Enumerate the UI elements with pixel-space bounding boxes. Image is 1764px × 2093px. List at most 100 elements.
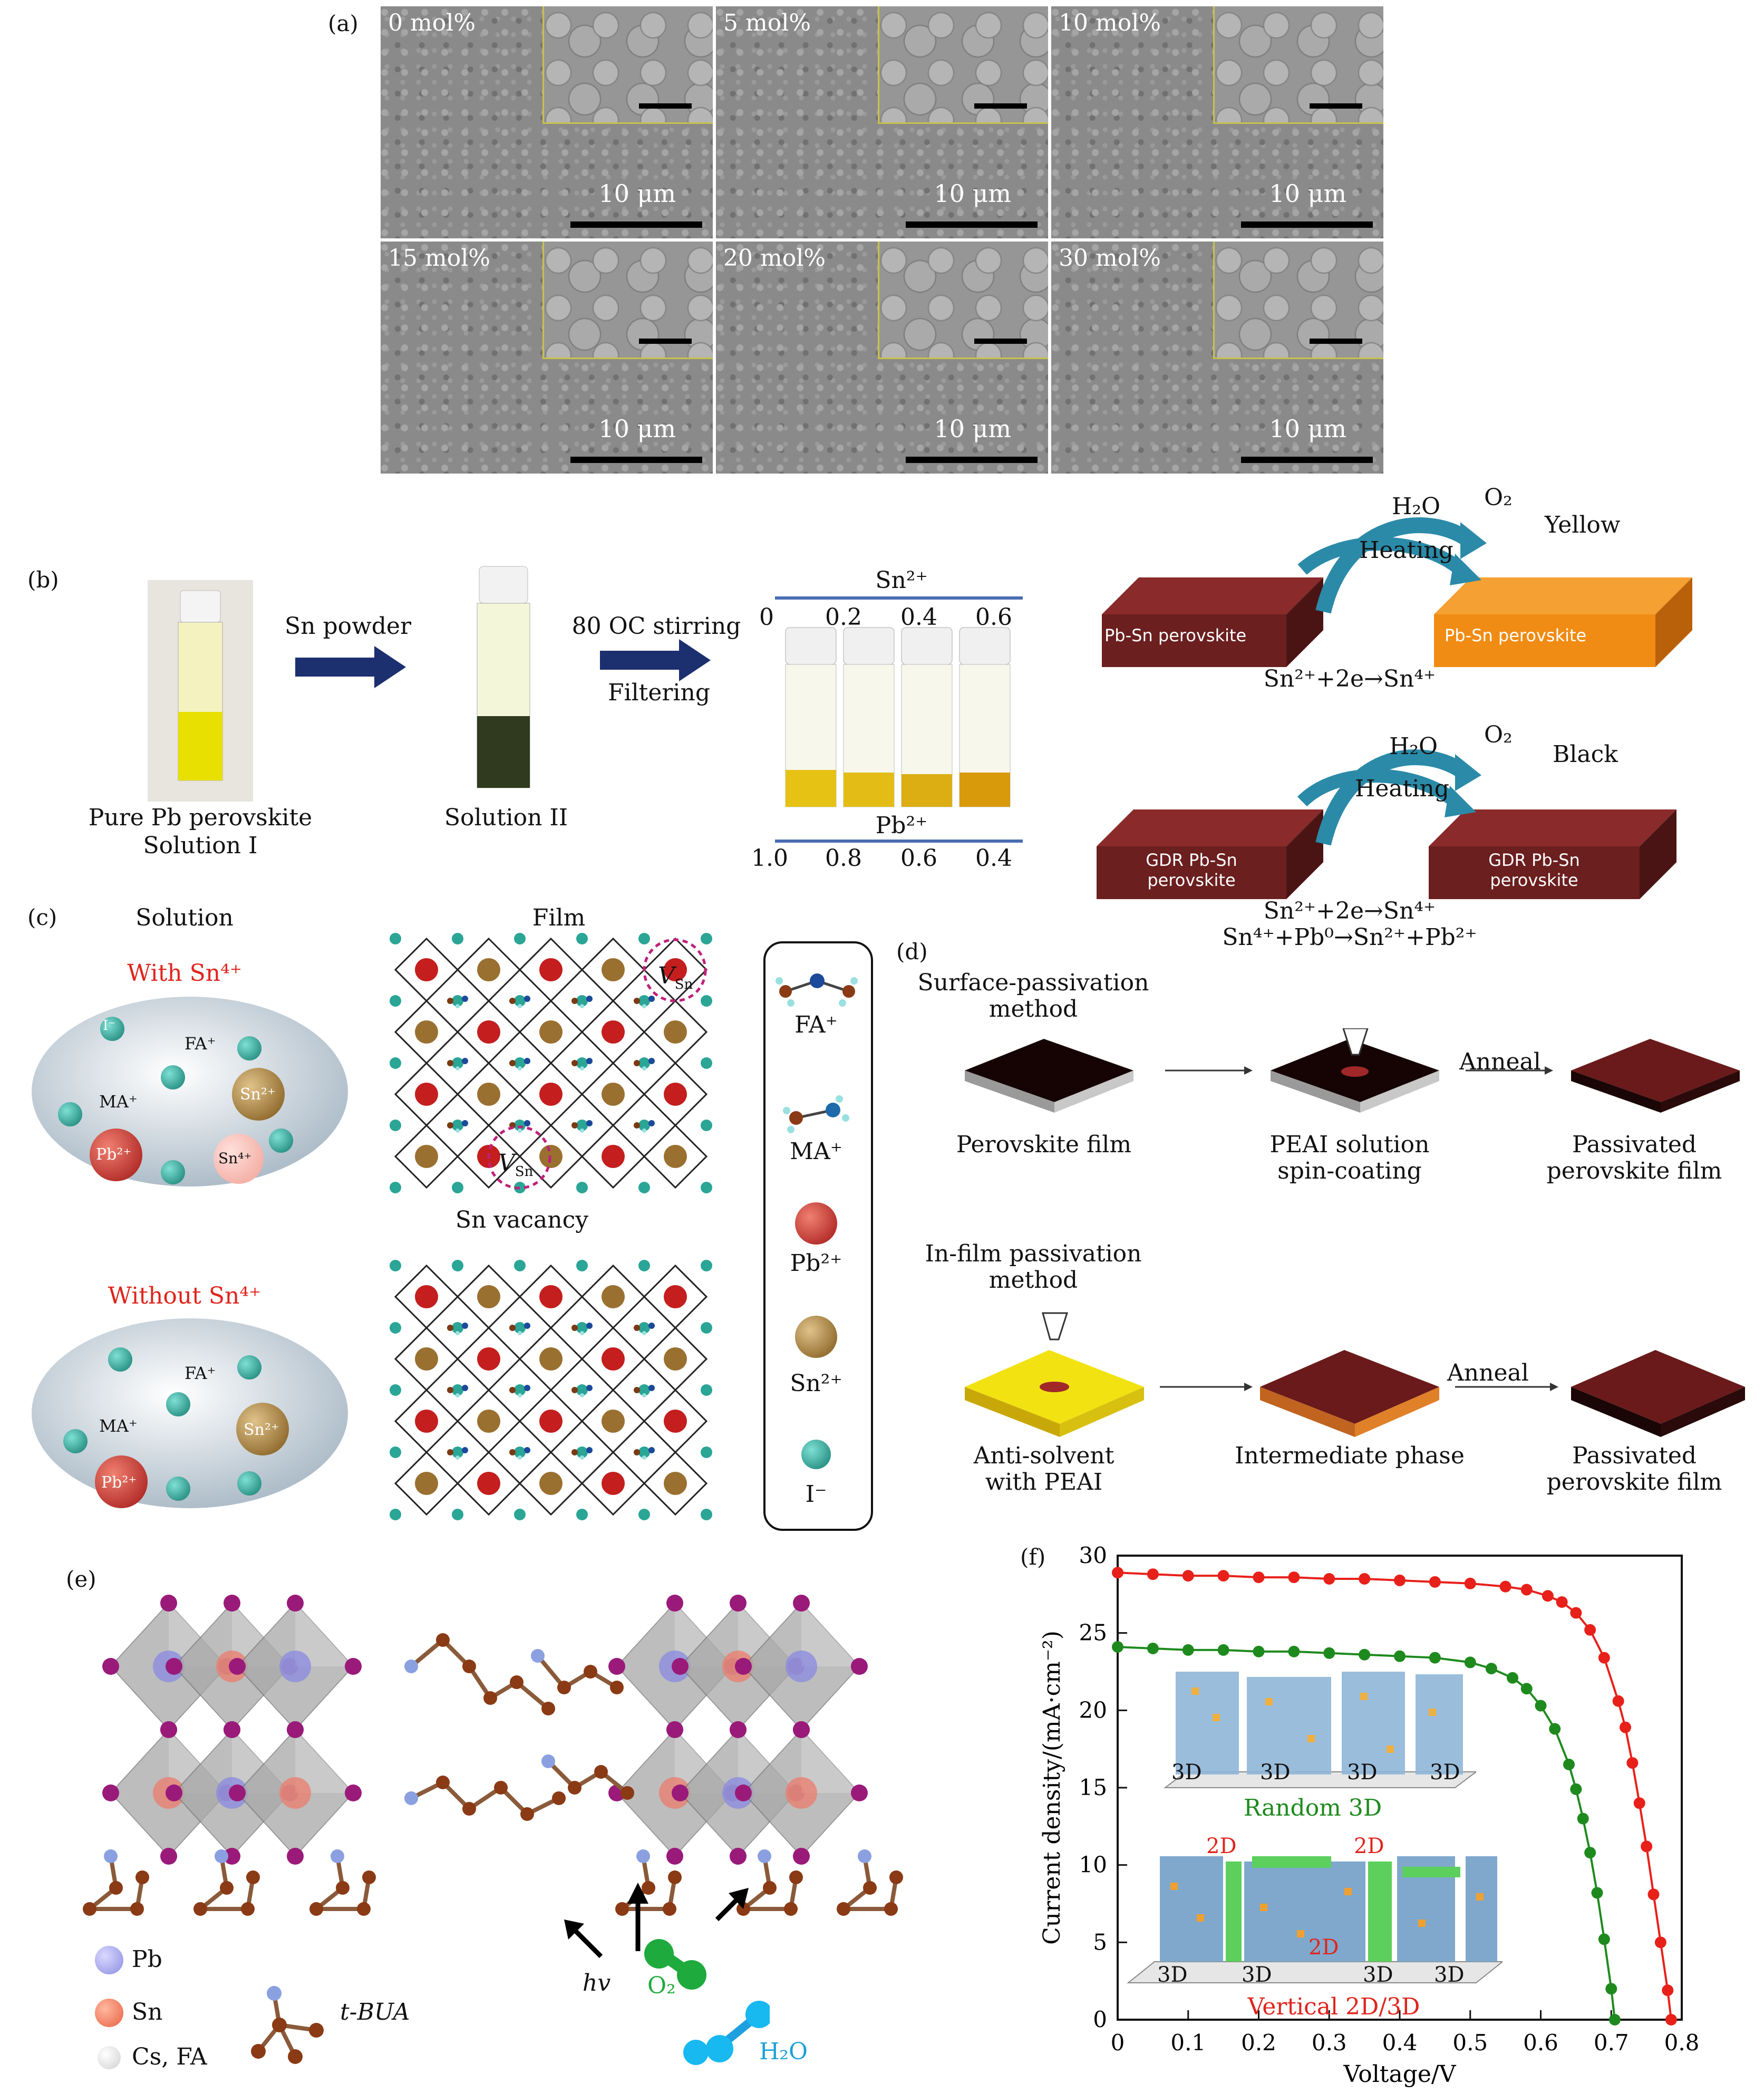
pb-atom	[539, 1285, 563, 1308]
iodide-atom	[514, 1057, 526, 1069]
inset-bottom-caption: Vertical 2D/3D	[1247, 1993, 1420, 2020]
iodide-atom	[452, 933, 463, 944]
in-film-passivation-steps	[965, 1312, 1745, 1437]
y-tick-label: 5	[1093, 1929, 1107, 1955]
panel-c-label: (c)	[27, 904, 57, 930]
vsn-label-top: VSn	[658, 962, 693, 992]
pb-atom	[602, 1145, 625, 1168]
arrow-right-icon	[295, 646, 406, 688]
pb-atom	[602, 1472, 625, 1495]
sem-concentration: 30 mol%	[1059, 245, 1161, 272]
jv-point	[1535, 1700, 1547, 1712]
iodide-atom	[390, 1120, 401, 1131]
sn-atom	[602, 1410, 625, 1433]
jv-point	[1288, 1645, 1300, 1657]
top-step3-label-2: perovskite film	[1546, 1158, 1722, 1184]
top-h2o-label: H₂O	[1392, 493, 1441, 520]
jv-point	[1612, 1695, 1624, 1707]
sn-vacancy-label: Sn vacancy	[455, 1207, 589, 1233]
ion-fa: FA⁺	[185, 1034, 216, 1054]
iodide-atom	[576, 1446, 588, 1458]
sem-scale-label: 10 μm	[934, 179, 1011, 208]
jv-point	[1520, 1683, 1533, 1695]
jv-point	[1654, 1936, 1666, 1949]
arrow2-label-1: 80 OC stirring	[571, 613, 741, 640]
jv-point	[1288, 1571, 1300, 1584]
bot-step3-label-2: perovskite film	[1546, 1469, 1722, 1496]
legend-ma: MA⁺	[789, 1138, 843, 1165]
vial1-caption-1: Pure Pb perovskite	[88, 804, 313, 831]
crystal-structure-2d3d	[83, 1595, 903, 1916]
jv-point	[1182, 1644, 1194, 1656]
top-equation: Sn²⁺+2e→Sn⁴⁺	[1263, 665, 1436, 692]
pb-label: Pb²⁺	[875, 812, 928, 839]
jv-point	[1556, 1596, 1568, 1608]
sn-atom	[664, 1145, 687, 1168]
ion-i: I⁻	[103, 1018, 115, 1034]
iodide-atom	[514, 1509, 526, 1520]
sem-concentration: 0 mol%	[388, 9, 476, 36]
bot-block-left-label-1: GDR Pb-Sn	[1146, 850, 1237, 870]
iodide-atom	[452, 1446, 463, 1458]
legend-i-atom	[801, 1440, 831, 1469]
iodide-atom	[390, 1322, 401, 1334]
bot-method-title-1: In-film passivation	[925, 1240, 1142, 1267]
pb-atom	[415, 958, 438, 981]
y-tick-label: 20	[1079, 1697, 1107, 1723]
jv-point	[1570, 1783, 1582, 1795]
inset-top-3d: 3D	[1430, 1760, 1460, 1785]
jv-point	[1429, 1576, 1441, 1588]
inset-bottom-2d: 2D	[1354, 1834, 1384, 1858]
vial-series	[775, 596, 1023, 843]
inset-top-3d: 3D	[1260, 1760, 1291, 1785]
x-tick-label: 0.4	[1382, 2030, 1418, 2056]
ion-ma: MA⁺	[99, 1416, 138, 1436]
jv-point	[1394, 1650, 1406, 1662]
jv-point	[1464, 1656, 1476, 1668]
jv-point	[1499, 1580, 1511, 1593]
sem-image-20: 20 mol% 10 μm	[716, 242, 1048, 474]
jv-point	[1577, 1812, 1589, 1825]
iodide-atom	[514, 1182, 526, 1193]
bot-equation-1: Sn²⁺+2e→Sn⁴⁺	[1263, 898, 1436, 924]
sn-atom	[477, 958, 500, 981]
iodide-atom	[452, 1384, 463, 1396]
solution-ellipse-without	[32, 1318, 348, 1508]
surface-passivation-steps	[965, 1028, 1740, 1113]
iodide-atom	[701, 1446, 712, 1458]
jv-point	[1485, 1663, 1497, 1675]
vial-yellow	[148, 580, 253, 802]
iodide-atom	[390, 995, 401, 1007]
x-tick-label: 0.2	[1241, 2030, 1276, 2056]
panel-e-label: (e)	[66, 1566, 96, 1592]
iodide-atom	[638, 1509, 650, 1520]
iodide-atom	[576, 1509, 588, 1520]
iodide-atom	[452, 1120, 463, 1131]
h2o-label: H₂O	[759, 2038, 808, 2065]
jv-point	[1584, 1624, 1596, 1636]
jv-point	[1253, 1645, 1265, 1657]
sem-image-0: 0 mol% 10 μm	[381, 6, 713, 238]
jv-point	[1394, 1574, 1406, 1586]
bot-color-label: Black	[1553, 741, 1618, 768]
sem-scale-label: 10 μm	[598, 179, 676, 208]
iodide-atom	[452, 1057, 463, 1069]
legend-pb-dot	[95, 1946, 123, 1974]
iodide-atom	[701, 1057, 712, 1069]
bot-block-right-label-2: perovskite	[1490, 870, 1578, 890]
iodide-atom	[638, 1322, 650, 1334]
jv-point	[1359, 1573, 1371, 1585]
bot-step3-label-1: Passivated	[1572, 1442, 1697, 1469]
sn-tick: 0.2	[825, 604, 862, 631]
bot-anneal-label: Anneal	[1447, 1359, 1529, 1386]
bot-step1-label-1: Anti-solvent	[973, 1442, 1114, 1469]
legend-i: I⁻	[805, 1481, 827, 1508]
inset-top-caption: Random 3D	[1243, 1795, 1382, 1821]
ion-pb2: Pb²⁺	[96, 1145, 132, 1164]
arrow-right-icon	[600, 639, 711, 681]
ma-molecule-icon	[783, 1095, 849, 1133]
iodide-atom	[638, 1384, 650, 1396]
inset-bottom-3d: 3D	[1157, 1963, 1188, 1987]
iodide-atom	[576, 1260, 588, 1271]
degradation-scheme-top	[1102, 517, 1692, 667]
